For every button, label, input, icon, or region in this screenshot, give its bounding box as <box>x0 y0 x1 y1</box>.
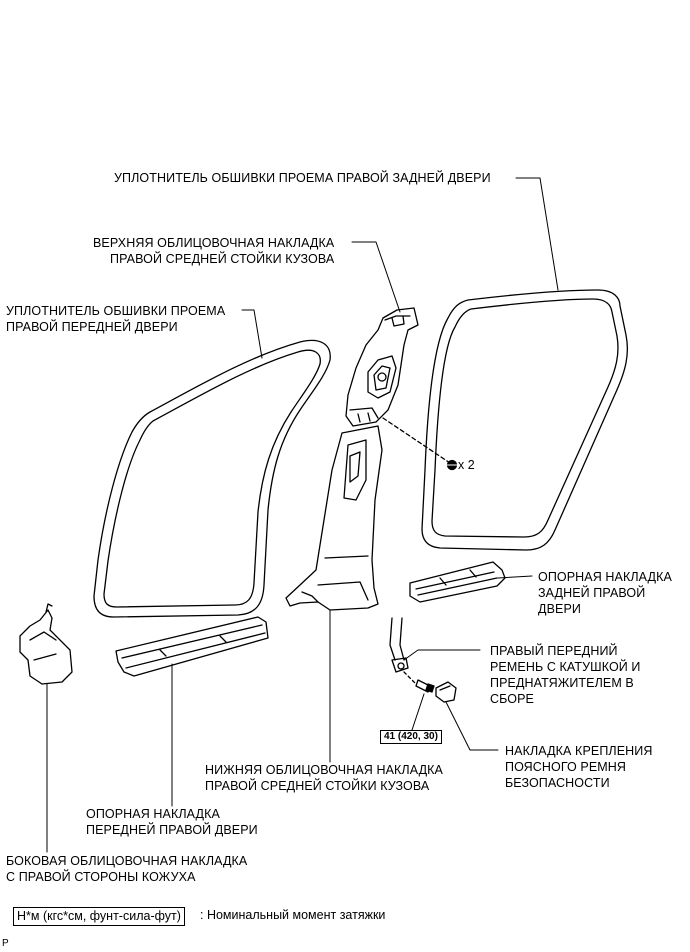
label-line: ПРАВОЙ СРЕДНЕЙ СТОЙКИ КУЗОВА <box>205 779 430 793</box>
label-line: ЗАДНЕЙ ПРАВОЙ <box>538 586 646 600</box>
label-line: ПЕРЕДНЕЙ ПРАВОЙ ДВЕРИ <box>86 823 258 837</box>
label-line: БОКОВАЯ ОБЛИЦОВОЧНАЯ НАКЛАДКА <box>6 854 248 868</box>
label-front-scuff-plate: ОПОРНАЯ НАКЛАДКА ПЕРЕДНЕЙ ПРАВОЙ ДВЕРИ <box>86 806 258 838</box>
front-scuff-plate <box>115 616 269 677</box>
figure-code: P <box>2 938 9 949</box>
label-lower-center-pillar: НИЖНЯЯ ОБЛИЦОВОЧНАЯ НАКЛАДКА ПРАВОЙ СРЕД… <box>205 762 443 794</box>
clip-icon <box>446 459 458 471</box>
label-line: НИЖНЯЯ ОБЛИЦОВОЧНАЯ НАКЛАДКА <box>205 763 443 777</box>
label-seat-belt: ПРАВЫЙ ПЕРЕДНИЙ РЕМЕНЬ С КАТУШКОЙ И ПРЕД… <box>490 643 641 707</box>
label-line: ПОЯСНОГО РЕМНЯ <box>505 760 627 774</box>
label-line: ОПОРНАЯ НАКЛАДКА <box>86 807 220 821</box>
label-line: СБОРЕ <box>490 692 534 706</box>
bolt-icon <box>415 679 435 693</box>
label-line: НАКЛАДКА КРЕПЛЕНИЯ <box>505 744 653 758</box>
label-line: С ПРАВОЙ СТОРОНЫ КОЖУХА <box>6 870 196 884</box>
label-line: ДВЕРИ <box>538 602 581 616</box>
rear-door-weatherstrip <box>421 289 629 551</box>
label-line: УПЛОТНИТЕЛЬ ОБШИВКИ ПРОЕМА ПРАВОЙ ЗАДНЕЙ… <box>114 171 491 185</box>
clip-quantity: x 2 <box>458 458 475 472</box>
label-rear-door-weatherstrip: УПЛОТНИТЕЛЬ ОБШИВКИ ПРОЕМА ПРАВОЙ ЗАДНЕЙ… <box>114 170 491 186</box>
label-line: УПЛОТНИТЕЛЬ ОБШИВКИ ПРОЕМА <box>6 304 226 318</box>
seat-belt-assembly <box>389 617 417 685</box>
upper-center-pillar-garnish <box>345 307 419 427</box>
label-rear-scuff-plate: ОПОРНАЯ НАКЛАДКА ЗАДНЕЙ ПРАВОЙ ДВЕРИ <box>538 569 672 617</box>
label-upper-center-pillar: ВЕРХНЯЯ ОБЛИЦОВОЧНАЯ НАКЛАДКА ПРАВОЙ СРЕ… <box>93 235 334 267</box>
label-cowl-side-trim: БОКОВАЯ ОБЛИЦОВОЧНАЯ НАКЛАДКА С ПРАВОЙ С… <box>6 853 247 885</box>
label-line: ВЕРХНЯЯ ОБЛИЦОВОЧНАЯ НАКЛАДКА <box>93 236 335 250</box>
label-line: ОПОРНАЯ НАКЛАДКА <box>538 570 672 584</box>
cowl-side-trim <box>19 603 73 685</box>
label-line: БЕЗОПАСНОСТИ <box>505 776 610 790</box>
lower-center-pillar-garnish <box>285 425 383 611</box>
label-line: РЕМЕНЬ С КАТУШКОЙ И <box>490 660 641 674</box>
front-door-weatherstrip <box>93 339 331 618</box>
legend-unit-box: Н*м (кгс*см, фунт-сила-фут) <box>13 907 185 926</box>
label-line: ПРАВОЙ СРЕДНЕЙ СТОЙКИ КУЗОВА <box>109 252 335 266</box>
label-belt-anchor-cover: НАКЛАДКА КРЕПЛЕНИЯ ПОЯСНОГО РЕМНЯ БЕЗОПА… <box>505 743 652 791</box>
label-line: ПРАВЫЙ ПЕРЕДНИЙ <box>490 644 618 658</box>
label-front-door-weatherstrip: УПЛОТНИТЕЛЬ ОБШИВКИ ПРОЕМА ПРАВОЙ ПЕРЕДН… <box>6 303 225 335</box>
torque-spec: 41 (420, 30) <box>380 730 442 744</box>
rear-scuff-plate <box>409 561 506 603</box>
belt-anchor-cover <box>435 681 457 703</box>
label-line: ПРАВОЙ ПЕРЕДНЕЙ ДВЕРИ <box>6 320 178 334</box>
legend-description: : Номинальный момент затяжки <box>200 908 386 922</box>
label-line: ПРЕДНАТЯЖИТЕЛЕМ В <box>490 676 634 690</box>
